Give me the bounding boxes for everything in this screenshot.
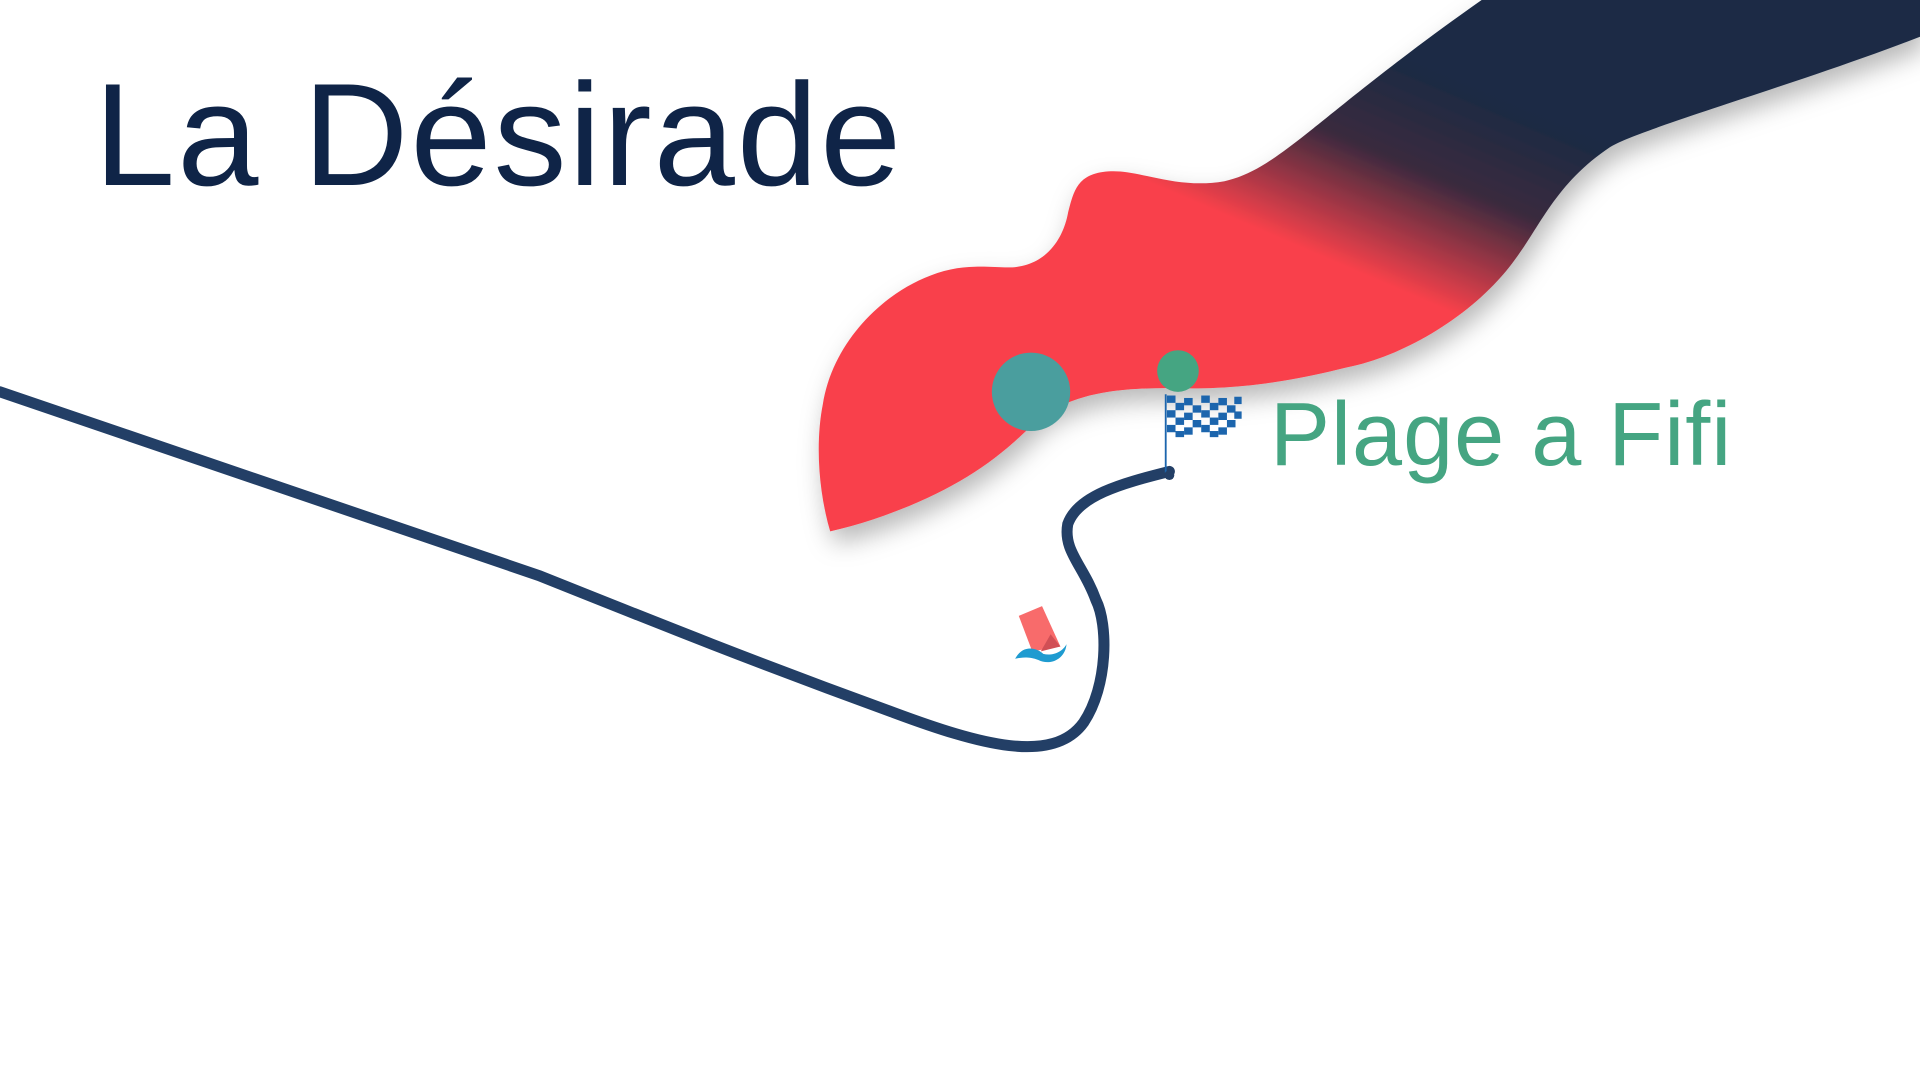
green-destination-marker[interactable] — [1157, 350, 1199, 392]
decorative-blob — [818, 0, 1920, 532]
checkered-flag-icon — [1164, 394, 1242, 473]
boat-icon[interactable] — [1015, 606, 1067, 663]
page-title: La Désirade — [94, 53, 904, 216]
route-end-dot — [1164, 470, 1175, 480]
teal-location-marker[interactable] — [991, 352, 1071, 432]
destination-label[interactable]: Plage a Fifi — [1270, 385, 1733, 485]
route-road — [0, 386, 1175, 753]
